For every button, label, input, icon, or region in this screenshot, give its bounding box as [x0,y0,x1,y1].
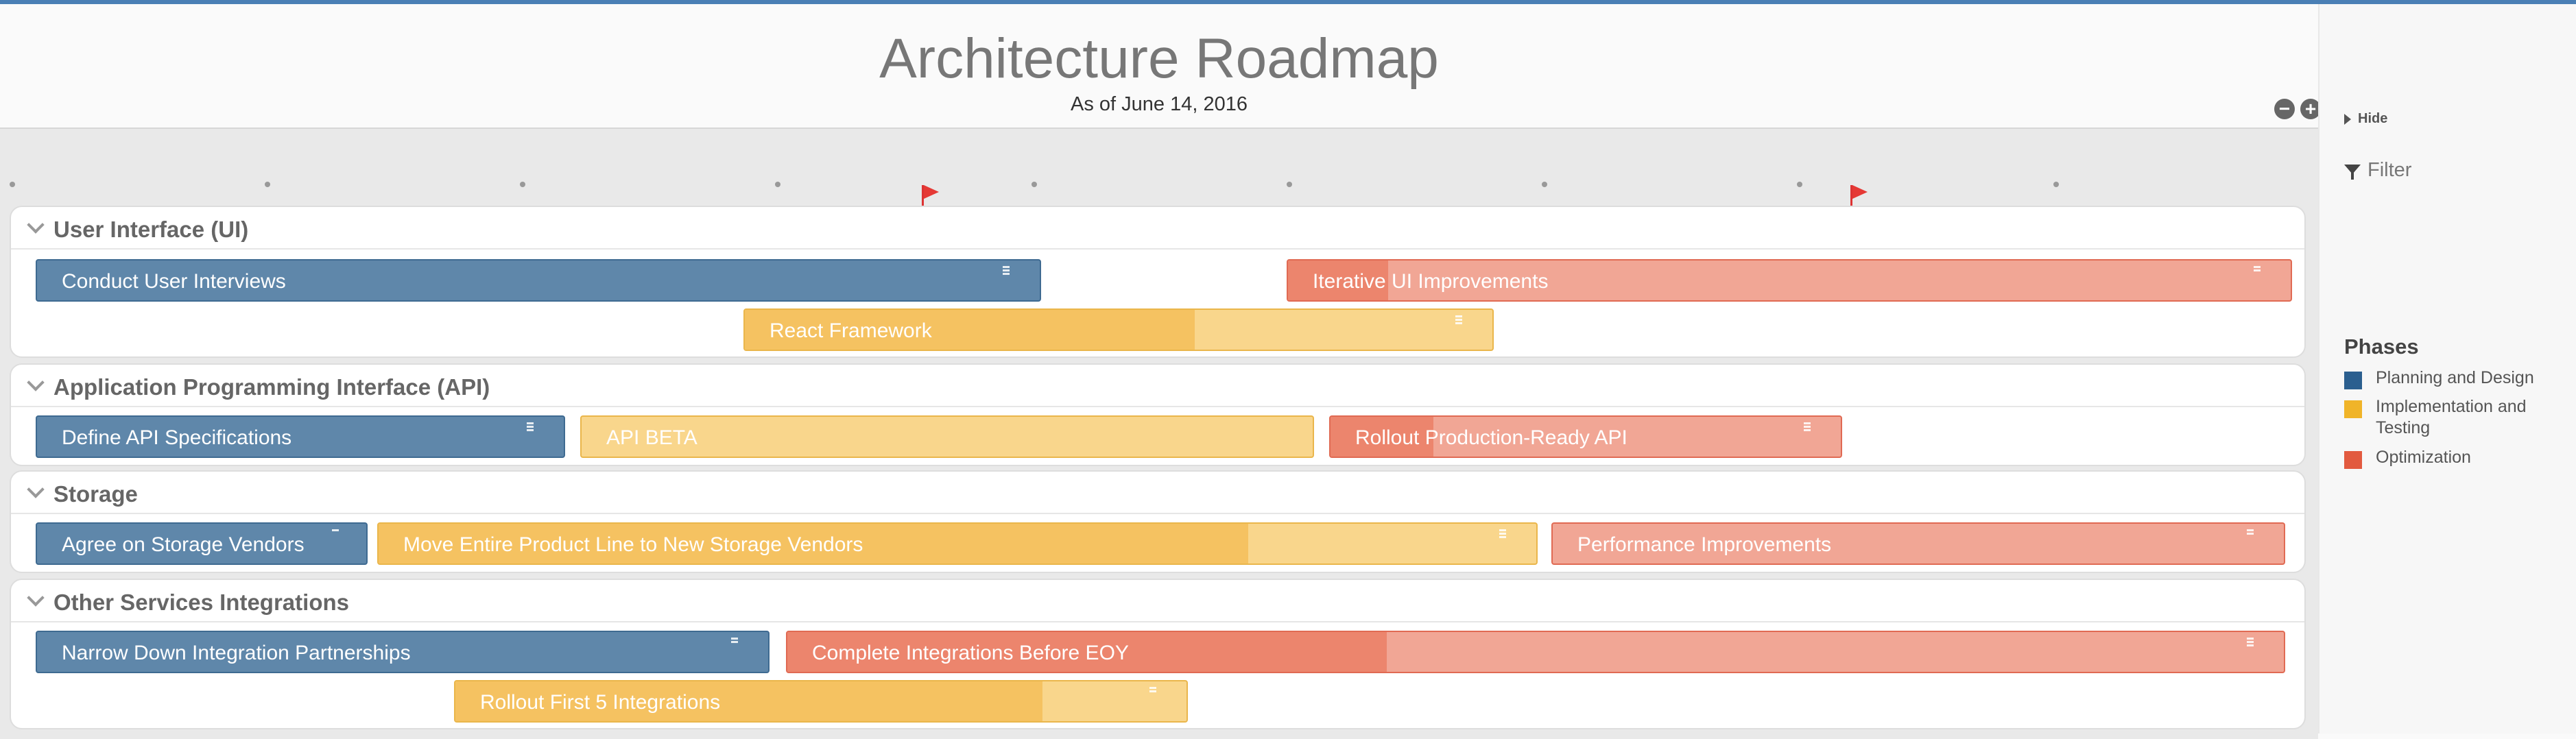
bar-menu-icon[interactable] [332,529,339,542]
swimlane-ui: User Interface (UI) Conduct User Intervi… [10,206,2306,358]
timeline-tick [1797,182,1802,187]
zoom-in-button[interactable]: + [2300,99,2321,119]
swimlane-storage: Storage Agree on Storage Vendors Move En… [10,470,2306,573]
bar-menu-icon[interactable] [2247,529,2254,542]
caret-right-icon[interactable] [2344,114,2351,125]
legend-swatch [2344,372,2362,389]
timeline-tick [1287,182,1292,187]
timeline-tick [775,182,780,187]
swimlane-header[interactable]: User Interface (UI) [11,207,2304,250]
swimlane-header[interactable]: Other Services Integrations [11,580,2304,622]
task-bar[interactable]: API BETA [580,415,1314,458]
legend-swatch [2344,400,2362,418]
timeline-tick [1542,182,1547,187]
side-panel [2318,4,2576,734]
milestone-flag-icon[interactable] [922,185,940,207]
task-bar[interactable]: Rollout Production-Ready API [1329,415,1842,458]
timeline-tick [520,182,525,187]
task-label: Narrow Down Integration Partnerships [62,642,411,664]
task-label: Conduct User Interviews [62,270,286,293]
bar-menu-icon[interactable] [2247,638,2254,650]
filter-icon[interactable] [2344,165,2361,174]
timeline-tick [265,182,270,187]
filter-icon-stem [2351,171,2354,180]
swimlane-title: User Interface (UI) [53,217,249,242]
task-label: React Framework [770,319,932,342]
hide-panel-button[interactable]: Hide [2358,111,2388,126]
chevron-down-icon[interactable] [26,217,44,234]
task-bar[interactable]: React Framework [743,308,1494,351]
task-label: Rollout First 5 Integrations [480,691,721,714]
roadmap-main: Architecture Roadmap As of June 14, 2016… [0,4,2321,739]
bar-menu-icon[interactable] [1149,687,1156,699]
task-label: Agree on Storage Vendors [62,533,305,556]
legend-title: Phases [2344,335,2419,359]
legend-label: Planning and Design [2376,368,2534,387]
top-accent-bar [0,0,2576,4]
task-label: Iterative UI Improvements [1313,270,1549,293]
page-title: Architecture Roadmap [879,27,1439,90]
task-bar[interactable]: Performance Improvements [1551,522,2285,565]
task-bar[interactable]: Complete Integrations Before EOY [786,631,2285,673]
task-bar[interactable]: Iterative UI Improvements [1287,259,2292,302]
task-bar[interactable]: Agree on Storage Vendors [36,522,368,565]
task-bar[interactable]: Define API Specifications [36,415,565,458]
swimlane-header[interactable]: Application Programming Interface (API) [11,365,2304,407]
task-bar[interactable]: Conduct User Interviews [36,259,1041,302]
bar-menu-icon[interactable] [1455,315,1462,328]
task-label: Complete Integrations Before EOY [812,642,1129,664]
legend-label: Optimization [2376,448,2471,467]
timeline-tick [2053,182,2059,187]
swimlane-header[interactable]: Storage [11,472,2304,514]
swimlane-integrations: Other Services Integrations Narrow Down … [10,579,2306,729]
swimlane-title: Other Services Integrations [53,590,349,615]
page-subtitle: As of June 14, 2016 [1071,93,1248,115]
swimlane-title: Storage [53,481,138,507]
legend-swatch [2344,451,2362,469]
task-label: Rollout Production-Ready API [1355,426,1627,449]
bar-menu-icon[interactable] [1804,422,1811,435]
chevron-down-icon[interactable] [26,481,44,499]
bar-menu-icon[interactable] [1003,266,1010,278]
task-label: Move Entire Product Line to New Storage … [403,533,863,556]
swimlane-title: Application Programming Interface (API) [53,374,490,400]
task-label: Define API Specifications [62,426,292,449]
timeline-tick [1031,182,1037,187]
timeline-tick [10,182,15,187]
swimlane-api: Application Programming Interface (API) … [10,363,2306,466]
task-bar[interactable]: Rollout First 5 Integrations [454,680,1188,723]
bar-menu-icon[interactable] [527,422,534,435]
zoom-out-button[interactable]: − [2274,99,2295,119]
bar-menu-icon[interactable] [731,638,738,650]
legend-label: Implementation and Testing [2376,397,2527,437]
bar-menu-icon[interactable] [2254,266,2261,278]
milestone-flag-icon[interactable] [1850,185,1868,207]
task-label: Performance Improvements [1577,533,1832,556]
chevron-down-icon[interactable] [26,374,44,392]
filter-button[interactable]: Filter [2368,159,2412,181]
bar-menu-icon[interactable] [1499,529,1506,542]
chevron-down-icon[interactable] [26,590,44,607]
task-bar[interactable]: Narrow Down Integration Partnerships [36,631,770,673]
task-label: API BETA [606,426,697,449]
task-bar[interactable]: Move Entire Product Line to New Storage … [377,522,1538,565]
